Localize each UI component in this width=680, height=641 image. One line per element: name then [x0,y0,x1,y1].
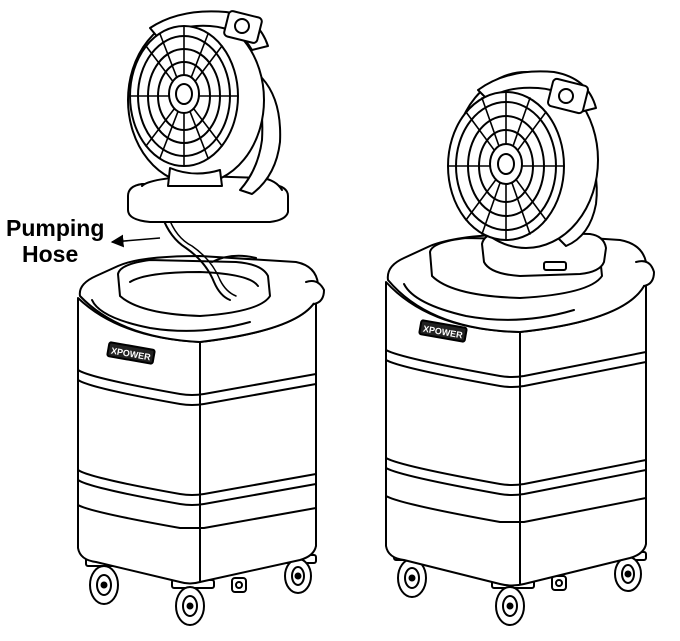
left-brand-logo: XPOWER [106,341,156,365]
left-fan-collar [167,167,223,187]
right-side-latch [635,260,655,287]
left-handle [91,299,251,332]
left-tank-rim [117,259,271,317]
pumping-hose [161,215,231,301]
callout-label-line-1: Pumping [6,215,105,241]
left-caster-front-right [171,579,215,626]
right-band-low [385,495,647,523]
left-band-top [77,369,317,396]
right-fan-base-switch [543,261,567,271]
right-band-top [385,349,647,378]
left-band-mid [77,469,317,496]
left-fan-base [127,183,289,223]
right-brand-logo: XPOWER [418,319,468,343]
left-band-low [77,504,317,529]
left-drain-valve [231,577,247,593]
pumping-hose-inner [167,215,237,297]
callout-label-line-2: Hose [22,241,79,267]
left-tank-inner [129,271,259,287]
right-band-mid [385,457,647,486]
right-caster-front-right [491,579,535,626]
left-unit: XPOWER [77,10,325,626]
right-drain-valve [551,575,567,591]
right-unit: XPOWER [385,70,655,626]
right-band-mid-2 [385,467,647,496]
left-side-latch [305,280,325,305]
right-handle [403,283,575,321]
callout-arrow [110,234,161,248]
left-fan-hub [168,74,200,114]
left-band-top-2 [77,379,317,406]
left-caster-front-left [85,557,129,605]
left-band-mid-2 [77,479,317,506]
right-fan-hub [489,143,523,185]
left-back-lip [211,254,257,263]
right-band-top-2 [385,359,647,388]
